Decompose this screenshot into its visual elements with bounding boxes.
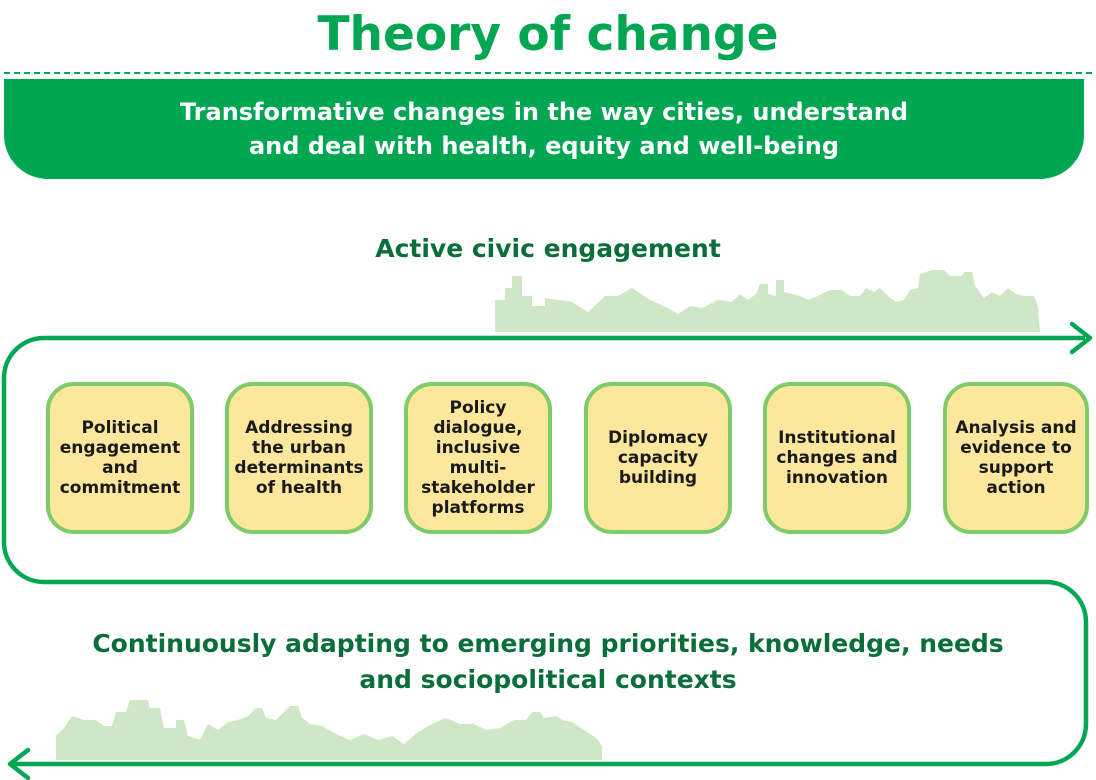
bottom-label-line-2: and sociopolitical contexts bbox=[359, 665, 737, 694]
box-diplomacy-capacity: Diplomacy capacity building bbox=[584, 382, 732, 534]
banner-line-2: and deal with health, equity and well-be… bbox=[248, 132, 840, 160]
box-urban-determinants: Addressing the urban determinants of hea… bbox=[225, 382, 373, 534]
arrow-left-icon bbox=[7, 747, 31, 780]
bottom-label-line-1: Continuously adapting to emerging priori… bbox=[92, 629, 1004, 658]
top-label: Active civic engagement bbox=[375, 234, 721, 263]
outcome-banner: Transformative changes in the way cities… bbox=[4, 79, 1084, 179]
skyline-top bbox=[495, 270, 1040, 332]
diagram-title: Theory of change bbox=[317, 7, 779, 62]
skyline-bottom bbox=[56, 700, 602, 760]
bottom-label: Continuously adapting to emerging priori… bbox=[0, 626, 1096, 698]
banner-line-1: Transformative changes in the way cities… bbox=[179, 98, 909, 126]
box-policy-dialogue: Policy dialogue, inclusive multi-stakeho… bbox=[404, 382, 552, 534]
title-divider bbox=[4, 72, 1092, 74]
box-political-engagement: Political engagement and commitment bbox=[46, 382, 194, 534]
arrow-right-icon bbox=[1069, 321, 1093, 355]
box-institutional-changes: Institutional changes and innovation bbox=[763, 382, 911, 534]
box-analysis-evidence: Analysis and evidence to support action bbox=[943, 382, 1089, 534]
cycle-loop-path bbox=[1, 335, 1089, 767]
